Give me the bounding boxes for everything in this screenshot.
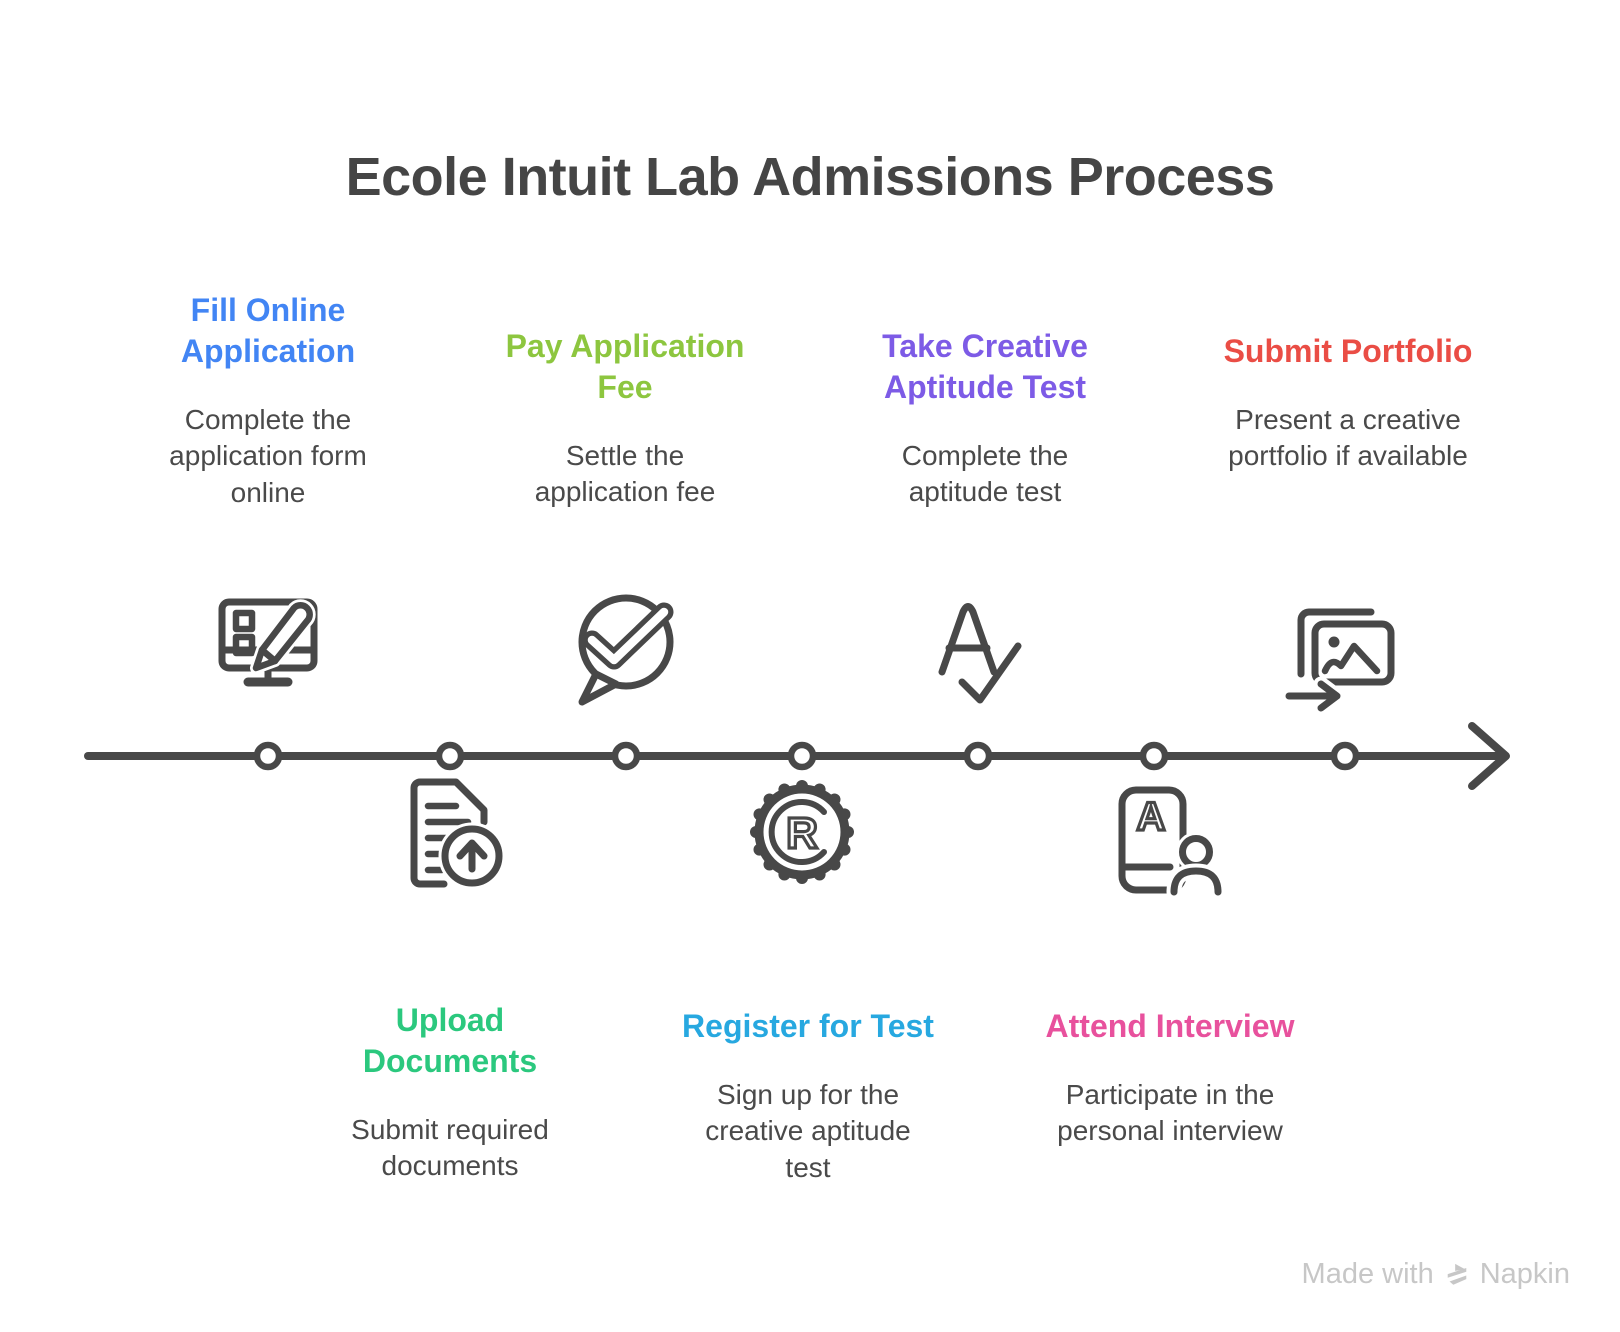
photos-arrow-icon bbox=[1281, 608, 1395, 716]
timeline-node bbox=[787, 741, 817, 771]
timeline-node bbox=[1330, 741, 1360, 771]
step-upload-documents: Upload Documents Submit required documen… bbox=[330, 1000, 570, 1185]
napkin-logo-icon bbox=[1447, 1263, 1467, 1285]
page-title: Ecole Intuit Lab Admissions Process bbox=[345, 147, 1275, 207]
timeline-node bbox=[435, 741, 465, 771]
step-description: Sign up for the creative aptitude test bbox=[705, 1078, 911, 1183]
watermark-prefix: Made with bbox=[1301, 1258, 1434, 1290]
step-description: Present a creative portfolio if availabl… bbox=[1228, 403, 1468, 472]
step-title: Fill Online Application bbox=[180, 292, 356, 369]
monitor-pencil-icon bbox=[218, 598, 318, 687]
timeline-node bbox=[963, 741, 993, 771]
chat-check-icon bbox=[578, 594, 674, 706]
timeline-node bbox=[253, 741, 283, 771]
document-upload-icon bbox=[410, 778, 506, 890]
letter-a-check-icon bbox=[938, 603, 1022, 704]
step-register-for-test: Register for Test Sign up for the creati… bbox=[668, 1006, 948, 1186]
timeline: R A bbox=[84, 594, 1510, 900]
step-description: Complete the aptitude test bbox=[901, 439, 1069, 508]
watermark-brand: Napkin bbox=[1479, 1258, 1570, 1290]
step-submit-portfolio: Submit Portfolio Present a creative port… bbox=[1198, 331, 1498, 475]
step-description: Complete the application form online bbox=[169, 403, 367, 508]
svg-text:A: A bbox=[1137, 795, 1166, 839]
step-title: Pay Application Fee bbox=[505, 328, 745, 405]
step-pay-application-fee: Pay Application Fee Settle the applicati… bbox=[495, 326, 755, 511]
step-take-creative-aptitude-test: Take Creative Aptitude Test Complete the… bbox=[845, 326, 1125, 511]
step-title: Submit Portfolio bbox=[1223, 333, 1473, 369]
step-title: Register for Test bbox=[682, 1008, 934, 1044]
timeline-nodes bbox=[253, 741, 1360, 771]
step-description: Participate in the personal interview bbox=[1057, 1078, 1283, 1147]
step-title: Upload Documents bbox=[362, 1002, 538, 1079]
card-person-icon: A bbox=[1118, 786, 1226, 900]
watermark: Made with Napkin bbox=[1302, 1258, 1570, 1291]
timeline-arrowhead-icon bbox=[1468, 722, 1510, 790]
svg-text:R: R bbox=[786, 809, 818, 858]
step-description: Submit required documents bbox=[351, 1113, 549, 1182]
step-title: Attend Interview bbox=[1045, 1008, 1295, 1044]
step-title: Take Creative Aptitude Test bbox=[882, 328, 1088, 405]
step-fill-online-application: Fill Online Application Complete the app… bbox=[138, 290, 398, 511]
timeline-node bbox=[1139, 741, 1169, 771]
gear-r-icon: R bbox=[750, 780, 854, 884]
timeline-node bbox=[611, 741, 641, 771]
step-attend-interview: Attend Interview Participate in the pers… bbox=[1020, 1006, 1320, 1150]
step-description: Settle the application fee bbox=[534, 439, 716, 508]
